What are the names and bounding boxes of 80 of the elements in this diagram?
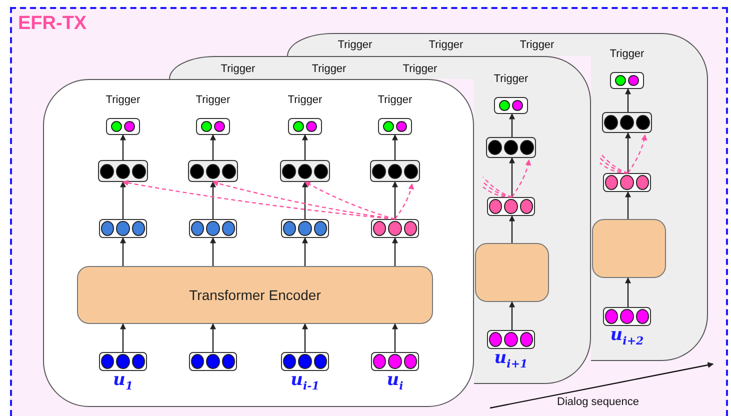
arrow [509, 301, 515, 330]
trigger-label: Trigger [402, 63, 438, 75]
arrow [302, 323, 308, 352]
trigger-label: Trigger [376, 94, 414, 106]
dashed-arrow [122, 180, 396, 220]
hidden-vector [281, 219, 329, 238]
output-vector [602, 112, 652, 133]
arrow [625, 277, 631, 307]
trigger-label: Trigger [286, 94, 324, 106]
arrow [302, 181, 308, 219]
trigger-label: Trigger [336, 39, 374, 51]
arrow [210, 134, 216, 160]
dashed-line [482, 186, 512, 198]
arrow [392, 134, 398, 160]
hidden-vector [99, 219, 147, 238]
frame-background [10, 7, 728, 416]
arrow [302, 237, 308, 266]
input-vector [281, 352, 329, 371]
arrow [302, 134, 308, 160]
frame-label: EFR-TX [18, 13, 87, 35]
input-vector [189, 352, 237, 371]
hidden-vector [487, 197, 535, 216]
dashed-line [482, 182, 512, 198]
card-panel [474, 56, 591, 384]
dashed-arrow [512, 159, 532, 198]
hidden-vector [603, 173, 651, 192]
card-panel [43, 79, 474, 407]
utterance-label: u$_{i+2}$ [609, 325, 645, 348]
trigger-label: Trigger [608, 48, 646, 60]
arrow [392, 237, 398, 266]
dashed-line [482, 176, 512, 198]
arrow [210, 237, 216, 266]
dashed-line [600, 152, 628, 174]
arrow [625, 88, 631, 112]
dashed-line [600, 162, 628, 174]
arrow [120, 181, 126, 219]
trigger-label: Trigger [310, 63, 348, 75]
trigger-label: Trigger [104, 94, 142, 106]
utterance-label: u$_{1}$ [112, 370, 134, 392]
output-vector [370, 160, 420, 182]
input-vector [99, 352, 147, 371]
input-vector [371, 352, 419, 371]
output-vector [188, 160, 238, 182]
arrow [625, 132, 631, 173]
trigger-label: Trigger [194, 94, 232, 106]
arrow [120, 323, 126, 352]
dashed-arrow [628, 134, 648, 174]
arrow [210, 323, 216, 352]
arrow [509, 113, 515, 137]
encoder-block [475, 243, 549, 302]
arrow [120, 237, 126, 266]
card-panel [591, 33, 708, 361]
arrow [120, 134, 126, 160]
dashed-arrow [394, 183, 414, 220]
utterance-label: u$_{i}$ [386, 370, 404, 392]
arrow [210, 181, 216, 219]
encoder-block [592, 219, 666, 278]
input-vector [487, 330, 535, 349]
hidden-vector [371, 219, 419, 238]
axis-caption: Dialog sequence [557, 396, 637, 408]
arrow [392, 323, 398, 352]
arrow [625, 191, 631, 219]
encoder-block: Transformer Encoder [77, 266, 433, 324]
dashed-line [600, 158, 628, 174]
arrow [509, 215, 515, 243]
input-vector [603, 307, 651, 326]
output-vector [486, 137, 536, 158]
trigger-label: Trigger [492, 73, 530, 85]
hidden-vector [189, 219, 237, 238]
trigger-label: Trigger [518, 39, 556, 51]
trigger-label: Trigger [220, 63, 256, 75]
output-vector [280, 160, 330, 182]
arrow [509, 157, 515, 197]
utterance-label: u$_{i-1}$ [290, 370, 320, 392]
utterance-label: u$_{i+1}$ [493, 348, 529, 370]
dashed-arrow [212, 180, 396, 220]
trigger-label: Trigger [428, 39, 464, 51]
output-vector [98, 160, 148, 182]
dashed-arrow [304, 181, 396, 220]
arrow [392, 181, 398, 219]
